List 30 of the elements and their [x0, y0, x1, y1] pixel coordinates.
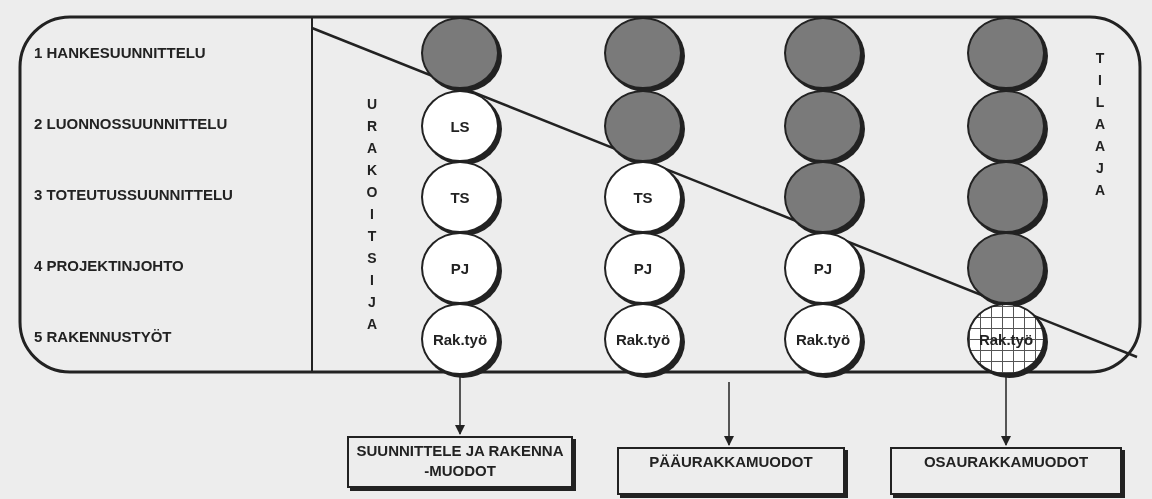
task-circle: TS: [421, 161, 499, 233]
filled-circle: [967, 90, 1045, 162]
phase-row: 5 RAKENNUSTYÖT: [20, 301, 312, 372]
filled-circle: [784, 17, 862, 89]
phase-row: 1 HANKESUUNNITTELU: [20, 17, 312, 88]
task-circle: TS: [604, 161, 682, 233]
phase-row: 2 LUONNOSSUUNNITTELU: [20, 88, 312, 159]
filled-circle: [967, 232, 1045, 304]
filled-circle: [604, 90, 682, 162]
vertical-label: URAKOITSIJA: [364, 96, 380, 338]
filled-circle: [967, 17, 1045, 89]
filled-circle: [784, 90, 862, 162]
filled-circle: [604, 17, 682, 89]
task-circle: PJ: [784, 232, 862, 304]
task-circle: Rak.työ: [784, 303, 862, 375]
filled-circle: [784, 161, 862, 233]
contract-type-box: OSAURAKKAMUODOT: [890, 447, 1122, 495]
task-circle: PJ: [604, 232, 682, 304]
task-circle: Rak.työ: [604, 303, 682, 375]
contract-type-box: PÄÄURAKKAMUODOT: [617, 447, 845, 495]
arrow: [724, 381, 734, 446]
contract-type-box: SUUNNITTELE JA RAKENNA -MUODOT: [347, 436, 573, 488]
task-circle: Rak.työ: [421, 303, 499, 375]
task-circle: LS: [421, 90, 499, 162]
filled-circle: [967, 161, 1045, 233]
task-circle: PJ: [421, 232, 499, 304]
phase-row: 3 TOTEUTUSSUUNNITTELU: [20, 159, 312, 230]
phase-row: 4 PROJEKTINJOHTO: [20, 230, 312, 301]
filled-circle: [421, 17, 499, 89]
vertical-label: TILAAJA: [1092, 50, 1108, 204]
